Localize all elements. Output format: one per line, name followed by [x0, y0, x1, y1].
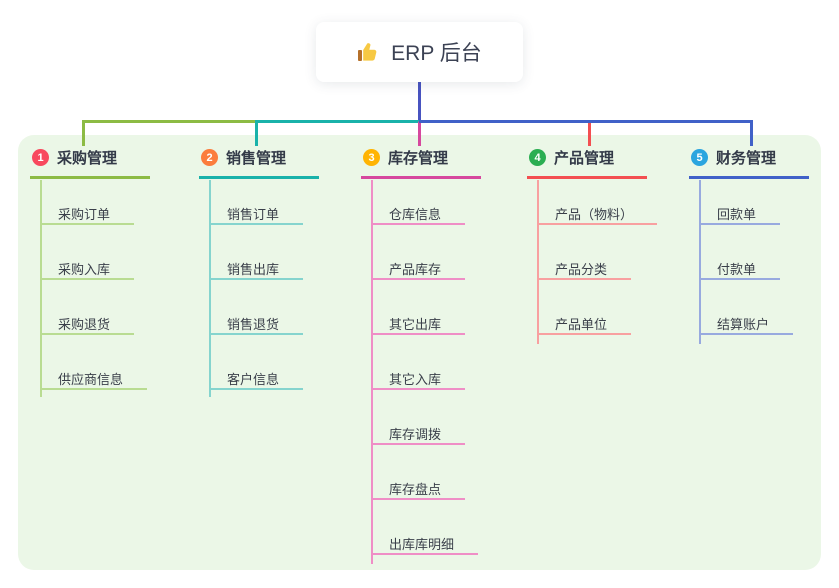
branch-label: 销售管理 — [226, 150, 287, 167]
child-node[interactable]: 供应商信息 — [40, 370, 148, 390]
child-node[interactable]: 付款单 — [699, 260, 781, 280]
child-node[interactable]: 销售退货 — [209, 315, 304, 335]
branch-node-finance[interactable]: 5 财务管理 — [689, 147, 809, 179]
child-node[interactable]: 采购订单 — [40, 205, 135, 225]
branch4-child-spine — [537, 180, 539, 344]
child-node[interactable]: 库存调拨 — [371, 425, 466, 445]
child-node[interactable]: 客户信息 — [209, 370, 304, 390]
child-node[interactable]: 产品单位 — [537, 315, 632, 335]
child-node[interactable]: 产品（物料） — [537, 205, 658, 225]
branch2-child-spine — [209, 180, 211, 397]
branch-node-purchase[interactable]: 1 采购管理 — [30, 147, 150, 179]
branch-label: 采购管理 — [57, 150, 118, 167]
child-node[interactable]: 其它入库 — [371, 370, 466, 390]
child-node[interactable]: 出库库明细 — [371, 535, 479, 555]
child-node[interactable]: 销售出库 — [209, 260, 304, 280]
branch-node-product[interactable]: 4 产品管理 — [527, 147, 647, 179]
branch-label: 财务管理 — [716, 150, 777, 167]
branch5-child-spine — [699, 180, 701, 344]
root-label: ERP 后台 — [391, 42, 482, 65]
child-node[interactable]: 采购入库 — [40, 260, 135, 280]
child-node[interactable]: 采购退货 — [40, 315, 135, 335]
child-node[interactable]: 结算账户 — [699, 315, 794, 335]
child-node[interactable]: 仓库信息 — [371, 205, 466, 225]
child-node[interactable]: 其它出库 — [371, 315, 466, 335]
child-node[interactable]: 销售订单 — [209, 205, 304, 225]
branch1-child-spine — [40, 180, 42, 397]
branch-badge: 4 — [529, 149, 546, 166]
branch-label: 产品管理 — [554, 150, 615, 167]
branch-badge: 5 — [691, 149, 708, 166]
root-node[interactable]: ERP 后台 — [316, 22, 523, 82]
branch-badge: 1 — [32, 149, 49, 166]
branch-badge: 3 — [363, 149, 380, 166]
branch3-child-spine — [371, 180, 373, 564]
child-node[interactable]: 产品库存 — [371, 260, 466, 280]
branch-canvas-background — [18, 135, 821, 570]
branch-badge: 2 — [201, 149, 218, 166]
child-node[interactable]: 产品分类 — [537, 260, 632, 280]
branch-label: 库存管理 — [388, 150, 449, 167]
branch-node-sales[interactable]: 2 销售管理 — [199, 147, 319, 179]
branch-node-inventory[interactable]: 3 库存管理 — [361, 147, 481, 179]
thumbs-up-icon — [357, 40, 381, 64]
child-node[interactable]: 库存盘点 — [371, 480, 466, 500]
child-node[interactable]: 回款单 — [699, 205, 781, 225]
